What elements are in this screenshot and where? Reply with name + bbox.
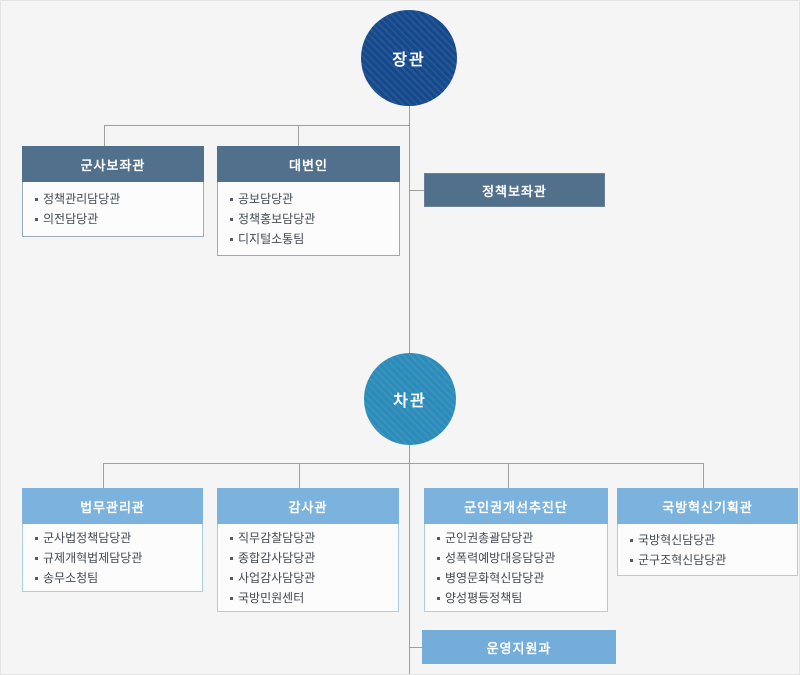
- org-item: 규제개혁법제담당관: [33, 548, 192, 568]
- group-spokesperson-list: 공보담당관 정책홍보담당관 디지털소통팀: [217, 182, 400, 256]
- org-item: 종합감사담당관: [228, 548, 388, 568]
- policy-advisor-label: 정책보좌관: [482, 183, 547, 199]
- group-spokesperson: 대변인 공보담당관 정책홍보담당관 디지털소통팀: [217, 146, 400, 256]
- group-legal-affairs: 법무관리관 군사법정책담당관 규제개혁법제담당관 송무소청팀: [22, 488, 203, 592]
- connector-drop-spokesperson: [298, 125, 299, 146]
- connector-drop-innovation: [703, 463, 704, 488]
- minister-label: 장관: [392, 52, 426, 69]
- connector-drop-legal: [103, 463, 104, 488]
- group-audit-title: 감사관: [217, 488, 399, 524]
- org-item: 직무감찰담당관: [228, 528, 388, 548]
- group-legal-affairs-list: 군사법정책담당관 규제개혁법제담당관 송무소청팀: [22, 524, 203, 592]
- group-military-assistant: 군사보좌관 정책관리담당관 의전담당관: [22, 146, 204, 237]
- group-human-rights-list: 군인권총괄담당관 성폭력예방대응담당관 병영문화혁신담당관 양성평등정책팀: [424, 524, 608, 612]
- vice-minister-label: 차관: [393, 393, 427, 410]
- group-audit: 감사관 직무감찰담당관 종합감사담당관 사업감사담당관 국방민원센터: [217, 488, 399, 612]
- org-item: 군구조혁신담당관: [628, 550, 787, 570]
- org-item: 양성평등정책팀: [435, 588, 597, 608]
- connector-top-branch: [104, 125, 410, 126]
- group-military-assistant-list: 정책관리담당관 의전담당관: [22, 182, 204, 237]
- group-military-assistant-title: 군사보좌관: [22, 146, 204, 182]
- org-item: 사업감사담당관: [228, 568, 388, 588]
- operation-support-box: 운영지원과: [422, 630, 616, 664]
- connector-stub-support: [409, 647, 423, 648]
- group-defense-innovation-list: 국방혁신담당관 군구조혁신담당관: [617, 524, 798, 576]
- group-spokesperson-title: 대변인: [217, 146, 400, 182]
- group-human-rights-title: 군인권개선추진단: [424, 488, 608, 524]
- org-item: 성폭력예방대응담당관: [435, 548, 597, 568]
- org-item: 공보담당관: [228, 189, 389, 209]
- policy-advisor-box: 정책보좌관: [424, 173, 605, 207]
- connector-drop-rights: [508, 463, 509, 488]
- connector-drop-military: [104, 125, 105, 146]
- group-defense-innovation: 국방혁신기획관 국방혁신담당관 군구조혁신담당관: [617, 488, 798, 576]
- connector-bottom-branch: [103, 463, 703, 464]
- org-item: 의전담당관: [33, 209, 193, 229]
- org-item: 디지털소통팀: [228, 229, 389, 249]
- org-item: 군사법정책담당관: [33, 528, 192, 548]
- org-item: 송무소청팀: [33, 568, 192, 588]
- org-item: 군인권총괄담당관: [435, 528, 597, 548]
- group-legal-affairs-title: 법무관리관: [22, 488, 203, 524]
- connector-drop-audit: [299, 463, 300, 488]
- org-item: 국방혁신담당관: [628, 530, 787, 550]
- org-item: 정책홍보담당관: [228, 209, 389, 229]
- group-defense-innovation-title: 국방혁신기획관: [617, 488, 798, 524]
- org-item: 정책관리담당관: [33, 189, 193, 209]
- operation-support-label: 운영지원과: [486, 640, 552, 656]
- connector-stub-advisor: [409, 190, 425, 191]
- org-item: 국방민원센터: [228, 588, 388, 608]
- minister-node: 장관: [361, 10, 457, 106]
- group-audit-list: 직무감찰담당관 종합감사담당관 사업감사담당관 국방민원센터: [217, 524, 399, 612]
- vice-minister-node: 차관: [364, 353, 456, 445]
- group-human-rights: 군인권개선추진단 군인권총괄담당관 성폭력예방대응담당관 병영문화혁신담당관 양…: [424, 488, 608, 612]
- org-item: 병영문화혁신담당관: [435, 568, 597, 588]
